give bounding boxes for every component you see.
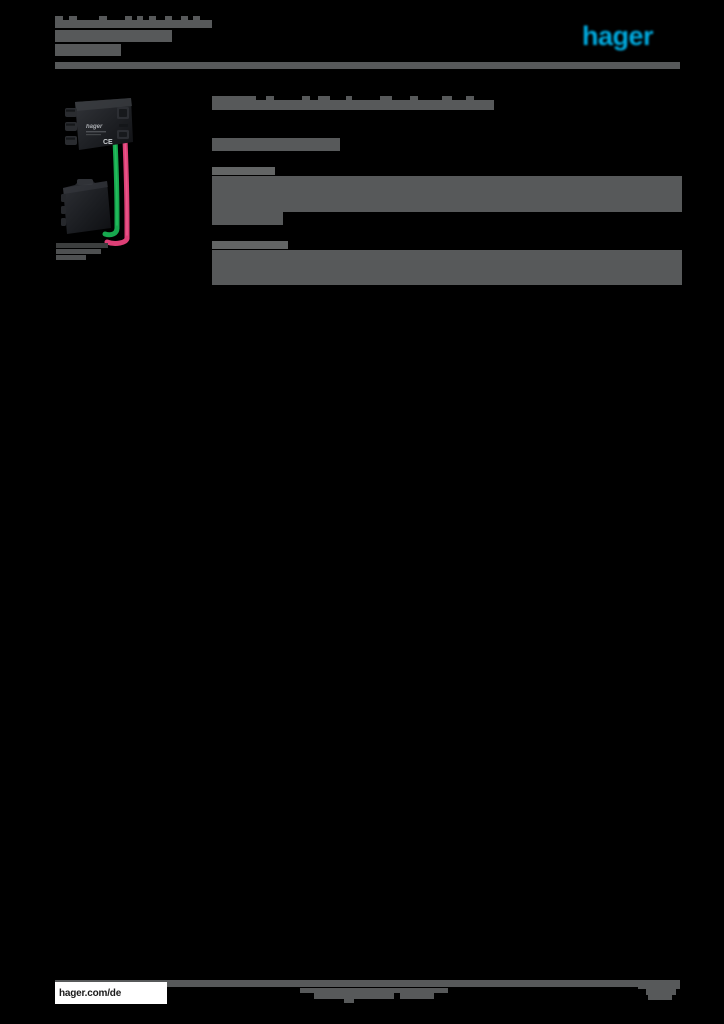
- content-column: [212, 88, 682, 298]
- footer-center-text: [300, 988, 448, 1003]
- product-image: hager CE: [61, 98, 133, 246]
- svg-text:hager: hager: [86, 124, 103, 130]
- document-title: [55, 16, 215, 58]
- page-title: [212, 96, 494, 110]
- hager-logo-text: hager: [582, 21, 654, 51]
- header-divider: [55, 62, 680, 69]
- hager-logo: hager: [580, 22, 680, 52]
- footer-page-number: [638, 984, 680, 1002]
- product-figure: hager CE: [55, 88, 175, 268]
- section-2-label: [212, 241, 288, 249]
- section-1-label: [212, 167, 275, 175]
- product-caption-line-1: [56, 243, 108, 248]
- page-header: hager: [0, 0, 724, 76]
- document-title-line-1: [55, 16, 212, 28]
- content-section-2: [212, 241, 682, 298]
- footer-website-link[interactable]: hager.com/de: [55, 982, 167, 1004]
- footer-website-label: hager.com/de: [59, 987, 122, 999]
- product-caption: [56, 243, 108, 261]
- section-1-body: [212, 176, 682, 212]
- content-section-1: [212, 167, 682, 225]
- document-title-line-3: [55, 44, 121, 56]
- document-title-line-2: [55, 30, 172, 42]
- footer-divider: [55, 980, 680, 987]
- svg-text:CE: CE: [103, 139, 113, 146]
- section-2-body: [212, 250, 682, 285]
- product-caption-line-2: [56, 249, 101, 254]
- section-1-body-tail: [212, 212, 283, 225]
- page-footer: hager.com/de: [55, 980, 680, 1006]
- section-subtitle: [212, 138, 340, 151]
- product-caption-line-3: [56, 255, 86, 260]
